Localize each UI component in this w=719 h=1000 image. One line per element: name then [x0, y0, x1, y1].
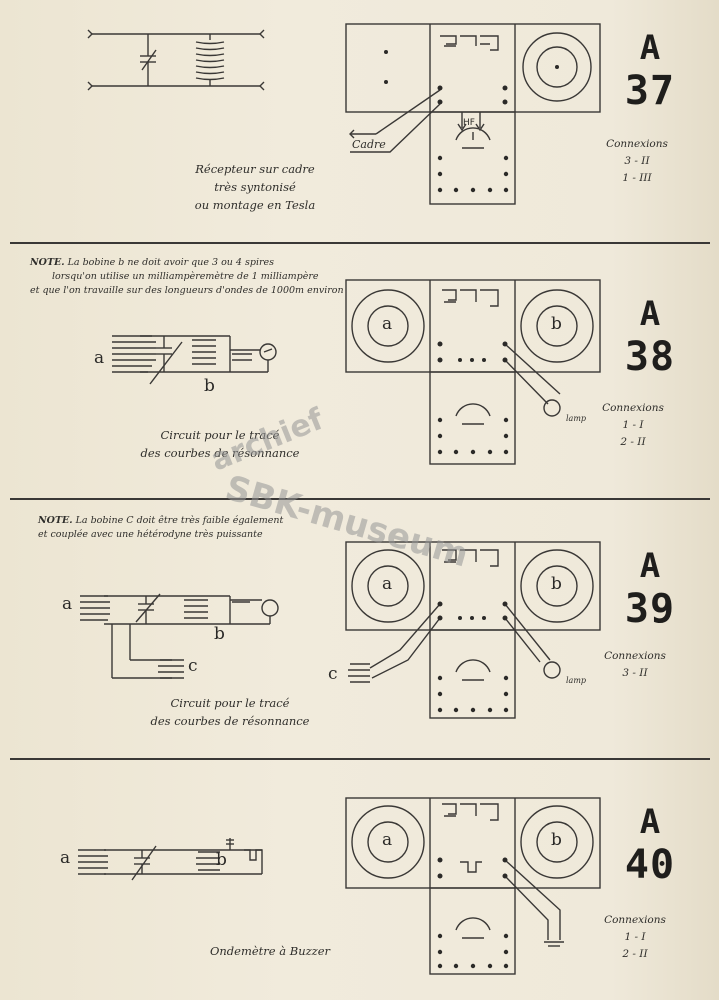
note-prefix: NOTE. [30, 257, 65, 268]
connexions-line: 1 - III [622, 172, 652, 184]
lamp-label: lamp [566, 414, 587, 423]
note-a39: NOTE. La bobine C doit être très faible … [38, 514, 283, 542]
caption-line: Circuit pour le tracé [170, 696, 290, 710]
caption-line: Ondemètre à Buzzer [209, 944, 331, 958]
caption-line: des courbes de résonnance [150, 714, 310, 728]
circuit-diagram-a37 [87, 23, 601, 205]
circuit-diagram-a39 [80, 541, 601, 719]
caption-line: Récepteur sur cadre [195, 162, 315, 176]
connexions-line: 1 - I [622, 419, 644, 431]
coil-a-label: a [62, 594, 73, 614]
board-coil-c-label: c [328, 664, 338, 684]
section-a38: NOTE. La bobine b ne doit avoir que 3 ou… [0, 244, 719, 498]
connexions-line: 2 - II [622, 948, 648, 960]
caption-line: ou montage en Tesla [194, 198, 316, 212]
circuit-diagram-a38 [112, 279, 601, 465]
code-a40: A 40 [605, 802, 695, 888]
board-coil-b-label: b [551, 830, 562, 850]
connexions-title: Connexions [604, 914, 666, 926]
note-line: La bobine b ne doit avoir que 3 ou 4 spi… [67, 257, 275, 268]
board-coil-a-label: a [382, 830, 393, 850]
coil-b-label: b [204, 376, 215, 396]
code-a37: A 37 [605, 28, 695, 114]
caption-a38: Circuit pour le tracé des courbes de rés… [120, 426, 320, 462]
connexions-line: 2 - II [620, 436, 646, 448]
code-a39: A 39 [605, 546, 695, 632]
caption-a39: Circuit pour le tracé des courbes de rés… [130, 694, 330, 730]
caption-line: très syntonisé [214, 180, 296, 194]
section-a37: Cadre HF Récepteur sur cadre très synton… [0, 0, 719, 242]
coil-c-label: c [188, 656, 198, 676]
note-line: lorsqu'on utilise un milliampèremètre de… [52, 271, 319, 282]
note-line: et couplée avec une hétérodyne très puis… [38, 529, 263, 540]
lamp-label: lamp [566, 676, 587, 685]
connexions-line: 3 - II [622, 667, 648, 679]
connexions-a37: Connexions 3 - II 1 - III [594, 136, 680, 187]
hf-label: HF [463, 118, 475, 128]
caption-line: des courbes de résonnance [140, 446, 300, 460]
board-coil-b-label: b [551, 574, 562, 594]
connexions-a40: Connexions 1 - I 2 - II [592, 912, 678, 963]
section-divider [10, 242, 710, 244]
cadre-label: Cadre [352, 138, 386, 151]
caption-line: Circuit pour le tracé [160, 428, 280, 442]
coil-a-label: a [94, 348, 105, 368]
code-number: 38 [624, 334, 676, 380]
code-letter: A [639, 28, 661, 68]
board-coil-a-label: a [382, 314, 393, 334]
connexions-title: Connexions [606, 138, 668, 150]
section-a39: NOTE. La bobine C doit être très faible … [0, 500, 719, 758]
circuit-diagram-a40 [78, 797, 601, 975]
coil-b-label: b [216, 850, 227, 870]
note-line: La bobine C doit être très faible égalem… [75, 515, 284, 526]
note-prefix: NOTE. [38, 515, 73, 526]
caption-a40: Ondemètre à Buzzer [190, 942, 350, 960]
connexions-line: 3 - II [624, 155, 650, 167]
code-a38: A 38 [605, 294, 695, 380]
coil-a-label: a [60, 848, 71, 868]
board-coil-b-label: b [551, 314, 562, 334]
note-line: et que l'on travaille sur des longueurs … [30, 285, 344, 296]
connexions-title: Connexions [604, 650, 666, 662]
section-a40: a b a b Ondemètre à Buzzer A 40 Connexio… [0, 760, 719, 1000]
code-letter: A [639, 294, 661, 334]
section-divider [10, 498, 710, 500]
note-a38: NOTE. La bobine b ne doit avoir que 3 ou… [30, 256, 344, 298]
section-divider [10, 758, 710, 760]
code-number: 37 [624, 68, 676, 114]
connexions-line: 1 - I [624, 931, 646, 943]
code-letter: A [639, 802, 661, 842]
code-number: 39 [624, 586, 676, 632]
coil-b-label: b [214, 624, 225, 644]
connexions-a38: Connexions 1 - I 2 - II [590, 400, 676, 451]
code-letter: A [639, 546, 661, 586]
connexions-a39: Connexions 3 - II [592, 648, 678, 682]
code-number: 40 [624, 842, 676, 888]
caption-a37: Récepteur sur cadre très syntonisé ou mo… [170, 160, 340, 214]
connexions-title: Connexions [602, 402, 664, 414]
board-coil-a-label: a [382, 574, 393, 594]
